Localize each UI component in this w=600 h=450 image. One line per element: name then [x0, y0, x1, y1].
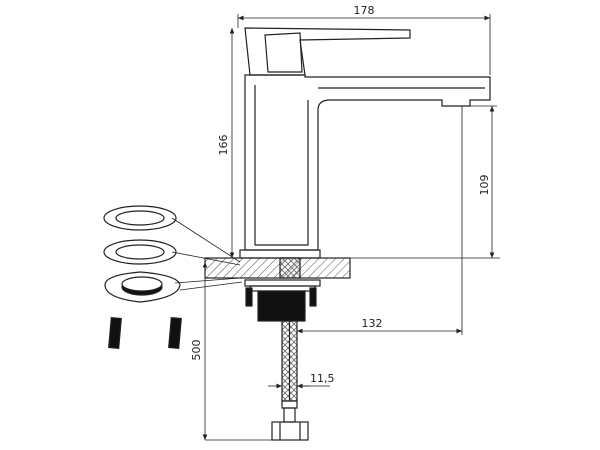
- dimension-lines: [202, 14, 500, 441]
- dim-hose-length: 500: [190, 340, 203, 361]
- supply-hose: [271, 320, 309, 441]
- dim-height-body: 166: [217, 135, 230, 156]
- countertop: [204, 257, 351, 279]
- dim-spout-height: 109: [478, 175, 491, 196]
- mounting-assembly: [244, 279, 321, 322]
- exploded-parts: [103, 205, 243, 350]
- dim-hose-diameter: 11,5: [310, 372, 335, 385]
- dim-reach: 132: [362, 317, 383, 330]
- faucet-handle: [244, 27, 411, 76]
- dim-width-top: 178: [354, 4, 375, 17]
- faucet-body: [239, 74, 491, 259]
